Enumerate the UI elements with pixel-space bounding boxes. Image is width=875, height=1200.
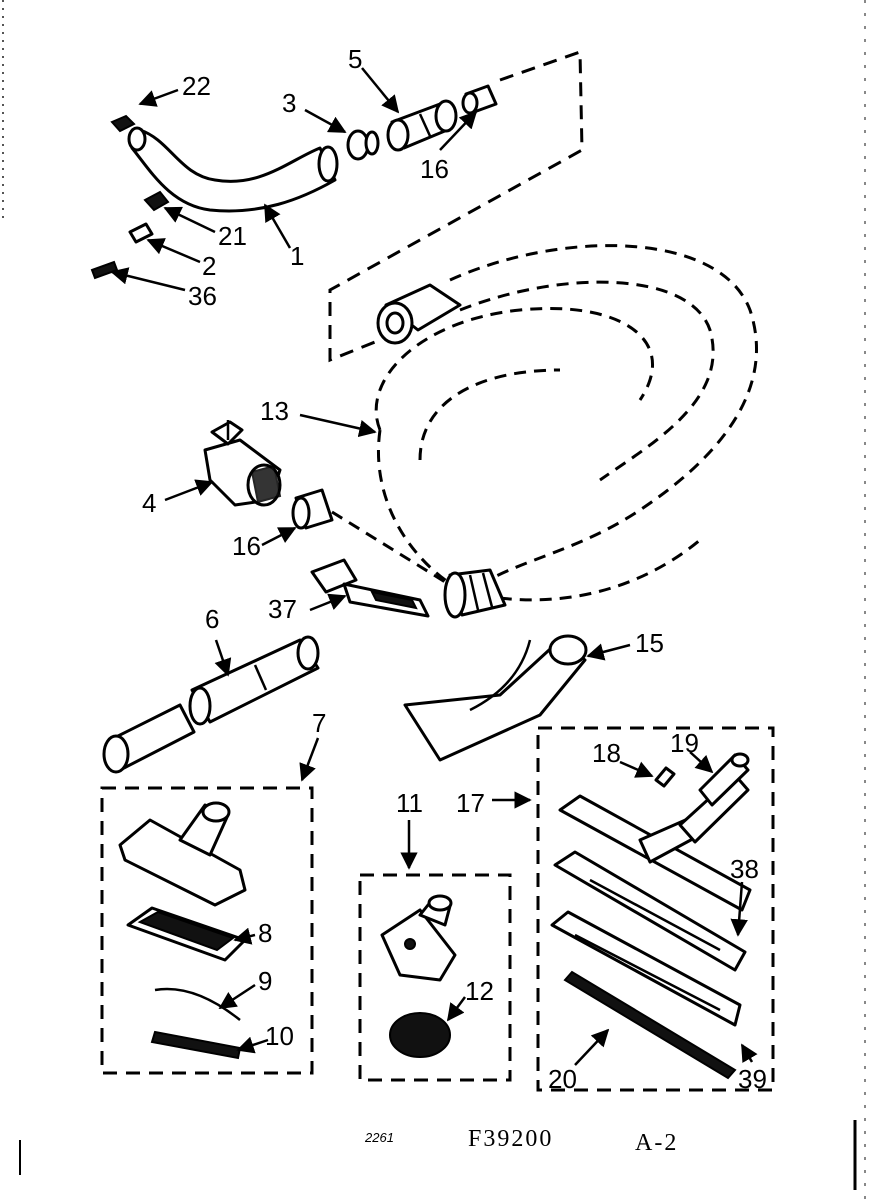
label-part-7: 7 [312,708,326,738]
label-part-16-lower: 16 [232,531,261,561]
label-part-36: 36 [188,281,217,311]
brush-part-12 [389,1012,451,1058]
brush-strip-part-10 [150,1030,242,1060]
label-part-2: 2 [202,251,216,281]
label-part-5: 5 [348,44,362,74]
leader-arrows [110,67,758,1066]
kit-box-part-11 [358,873,512,1082]
ring-part-3 [346,129,380,161]
label-part-4: 4 [142,488,156,518]
footer-code: 2261 [364,1130,394,1145]
base-part-39 [550,910,742,1027]
brush-frame-part-38 [553,850,747,972]
label-part-37: 37 [268,594,297,624]
floor-brush-part-17 [558,773,752,912]
ring-part-16-top [461,84,498,115]
crevice-tool-part-15 [403,634,588,762]
kit-box-part-17 [536,726,775,1092]
label-part-19: 19 [670,728,699,758]
kit-box-part-7 [100,786,314,1075]
strip-part-9 [154,987,241,1021]
part-number-labels: 22 3 5 16 21 1 2 36 13 4 16 37 6 15 7 18… [142,44,767,1094]
floor-tool-part-7 [118,801,247,907]
parts-18-19 [654,752,750,807]
label-part-11: 11 [396,788,423,818]
label-part-6: 6 [205,604,219,634]
label-part-1: 1 [290,241,304,271]
clip-part-22 [110,114,136,133]
label-part-16-top: 16 [420,154,449,184]
dust-tool-part-37 [310,558,430,618]
bristle-strip-part-20 [563,970,737,1080]
label-part-21: 21 [218,221,247,251]
label-part-12: 12 [465,976,494,1006]
upholstery-tool-part-11 [380,894,457,982]
ring-part-16-lower [291,488,334,530]
label-part-20: 20 [548,1064,577,1094]
label-part-10: 10 [265,1021,294,1051]
swivel-to-hose-dashed [331,510,451,587]
hose-part-13 [374,244,758,619]
label-part-17: 17 [456,788,485,818]
label-part-38: 38 [730,854,759,884]
label-part-9: 9 [258,966,272,996]
hardware-parts-21-2-36 [90,190,170,280]
label-part-8: 8 [258,918,272,948]
bent-wand-part-1 [127,126,339,213]
footer: 2261 F39200 A-2 [364,1126,678,1156]
extension-wands-part-6 [102,635,320,774]
label-part-22: 22 [182,71,211,101]
label-part-13: 13 [260,396,289,426]
coupling-part-5 [386,99,458,152]
label-part-3: 3 [282,88,296,118]
hose-connection-dashed-line [328,49,584,363]
footer-page-number: A-2 [635,1130,678,1156]
label-part-15: 15 [635,628,664,658]
footer-catalog-number: F39200 [468,1126,553,1152]
brush-insert-part-8 [126,906,247,962]
label-part-39: 39 [738,1064,767,1094]
label-part-18: 18 [592,738,621,768]
swivel-part-4 [203,420,282,507]
